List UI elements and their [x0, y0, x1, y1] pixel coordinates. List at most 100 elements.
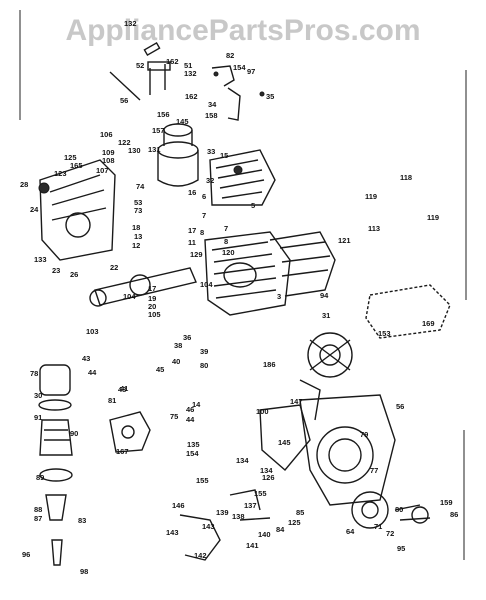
part-number-label: 104	[200, 280, 213, 289]
part-number-label: 119	[427, 213, 439, 222]
part-number-label: 16	[188, 188, 196, 197]
part-number-label: 72	[386, 529, 394, 538]
part-number-label: 48	[118, 385, 126, 394]
part-number-label: 142	[194, 551, 207, 560]
part-number-label: 131	[148, 145, 161, 154]
part-number-label: 140	[258, 530, 271, 539]
part-number-label: 154	[186, 449, 199, 458]
part-number-label: 143	[202, 522, 215, 531]
part-number-label: 12	[132, 241, 140, 250]
part-number-label: 153	[378, 329, 391, 338]
part-number-label: 7	[202, 211, 206, 220]
part-number-label: 73	[134, 206, 142, 215]
part-number-label: 80	[395, 505, 403, 514]
watermark: AppliancePartsPros.com	[65, 14, 421, 47]
part-number-label: 113	[368, 224, 380, 233]
part-number-label: 145	[176, 117, 189, 126]
part-number-label: 43	[82, 354, 90, 363]
part-number-label: 108	[102, 156, 115, 165]
part-number-label: 118	[400, 173, 412, 182]
part-number-label: 105	[148, 310, 161, 319]
part-number-label: 80	[200, 361, 208, 370]
part-number-label: 109	[102, 148, 115, 157]
part-number-label: 122	[118, 138, 131, 147]
part-number-label: 51	[184, 61, 192, 70]
part-number-label: 39	[200, 347, 208, 356]
part-number-label: 78	[30, 369, 38, 378]
part-number-label: 44	[88, 368, 97, 377]
part-number-label: 19	[148, 294, 156, 303]
part-number-label: 135	[187, 440, 200, 449]
part-number-label: 169	[422, 319, 435, 328]
part-number-label: 138	[232, 512, 245, 521]
part-number-label: 125	[288, 518, 301, 527]
part-number-label: 143	[166, 528, 179, 537]
part-number-label: 34	[208, 100, 217, 109]
part-number-label: 98	[80, 567, 88, 576]
part-number-label: 53	[134, 198, 142, 207]
part-number-label: 38	[174, 341, 182, 350]
linkage-lower	[179, 379, 321, 561]
part-number-label: 87	[34, 514, 42, 523]
part-number-label: 33	[207, 147, 215, 156]
side-cover	[38, 159, 116, 261]
part-number-label: 8	[200, 228, 204, 237]
part-number-label: 84	[276, 525, 285, 534]
part-number-label: 64	[346, 527, 355, 536]
air-filter-box	[365, 284, 451, 339]
part-number-label: 26	[70, 270, 78, 279]
part-number-label: 100	[256, 407, 269, 416]
part-number-label: 145	[278, 438, 291, 447]
part-number-label: 83	[78, 516, 86, 525]
part-number-label: 167	[116, 447, 129, 456]
part-number-label: 155	[196, 476, 209, 485]
flywheel	[307, 332, 353, 378]
part-number-label: 30	[34, 391, 42, 400]
part-number-label: 52	[136, 61, 144, 70]
part-number-label: 121	[338, 236, 351, 245]
part-number-label: 125	[64, 153, 77, 162]
part-number-label: 46	[186, 405, 194, 414]
part-number-label: 18	[132, 223, 140, 232]
part-number-label: 162	[185, 92, 198, 101]
part-number-label: 156	[157, 110, 170, 119]
part-number-label: 7	[224, 224, 228, 233]
part-number-label: 186	[263, 360, 276, 369]
part-number-label: 94	[320, 291, 329, 300]
part-number-label: 31	[322, 311, 330, 320]
part-number-label: 157	[152, 126, 165, 135]
part-number-label: 139	[216, 508, 229, 517]
part-number-label: 22	[110, 263, 118, 272]
lower-shroud	[259, 394, 396, 506]
part-number-label: 88	[34, 505, 42, 514]
part-number-label: 74	[136, 182, 145, 191]
muffler-stack	[38, 364, 73, 566]
part-number-label: 56	[396, 402, 404, 411]
part-number-label: 6	[202, 192, 206, 201]
part-number-label: 96	[22, 550, 30, 559]
part-number-label: 36	[183, 333, 191, 342]
cylinder-block	[204, 231, 291, 316]
carburetor	[157, 123, 199, 187]
part-number-label: 123	[54, 169, 67, 178]
part-number-label: 17	[148, 284, 156, 293]
part-number-label: 15	[220, 151, 228, 160]
part-number-label: 134	[236, 456, 249, 465]
part-number-label: 91	[34, 413, 42, 422]
part-number-label: 103	[86, 327, 99, 336]
part-number-label: 146	[172, 501, 185, 510]
part-number-label: 165	[70, 161, 83, 170]
part-number-label: 56	[120, 96, 128, 105]
part-number-label: 32	[206, 176, 214, 185]
part-number-label: 35	[266, 92, 274, 101]
part-number-label: 155	[254, 489, 267, 498]
cylinder-head	[209, 149, 276, 206]
part-number-label: 129	[190, 250, 203, 259]
part-number-label: 141	[246, 541, 259, 550]
part-number-label: 158	[205, 111, 218, 120]
part-number-label: 23	[52, 266, 60, 275]
part-number-label: 162	[166, 57, 179, 66]
part-number-label: 119	[365, 192, 377, 201]
